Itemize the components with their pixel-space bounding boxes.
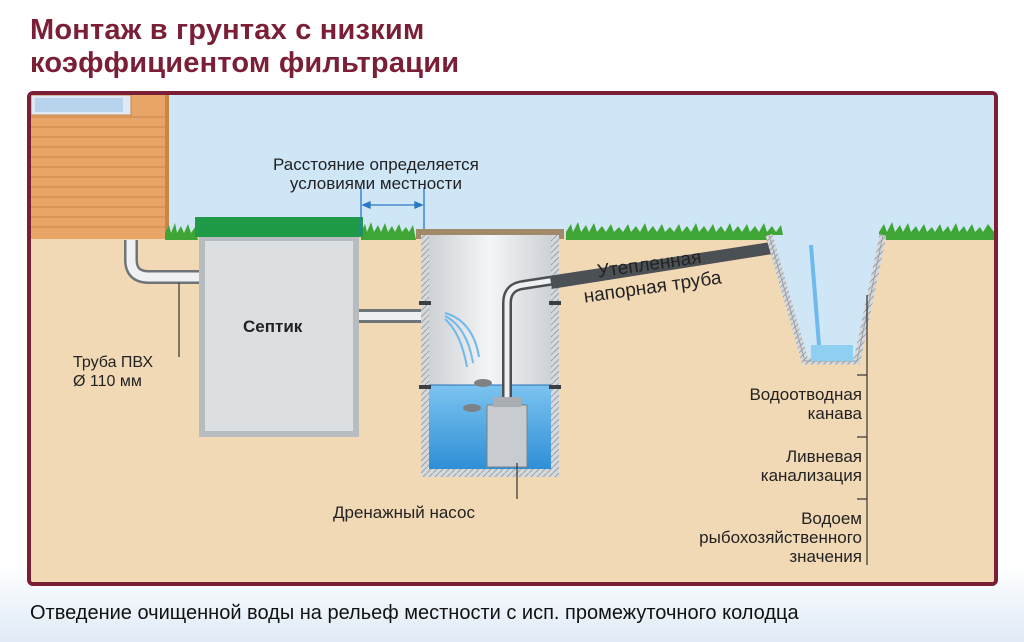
pvc-pipe-label: Труба ПВХ Ø 110 мм xyxy=(73,353,153,391)
house xyxy=(31,95,169,239)
reservoir-label-line1: Водоем xyxy=(801,509,862,528)
ditch-label-line2: канава xyxy=(807,404,862,423)
title-line-1: Монтаж в грунтах с низким xyxy=(30,14,425,46)
septic-label: Септик xyxy=(243,317,303,336)
reservoir-label-line3: значения xyxy=(789,547,862,566)
distance-label-line1: Расстояние определяется xyxy=(273,155,479,174)
title-line-2: коэффициентом фильтрации xyxy=(30,47,460,79)
grass xyxy=(165,222,994,240)
storm-sewer-label: Ливневая канализация xyxy=(761,447,862,485)
storm-sewer-label-line1: Ливневая xyxy=(785,447,862,466)
ditch-label-line1: Водоотводная xyxy=(749,385,862,404)
pvc-pipe-inlet xyxy=(124,240,199,284)
sky xyxy=(31,95,994,240)
pressure-pipe xyxy=(502,236,812,397)
reservoir-label-line2: рыбохозяйственного xyxy=(699,528,862,547)
storm-sewer-label-line2: канализация xyxy=(760,466,862,485)
inflow-stream xyxy=(444,312,480,368)
leader-lines xyxy=(178,283,868,565)
drainage-pump xyxy=(463,379,528,468)
distance-label: Расстояние определяется условиями местно… xyxy=(273,155,479,193)
pvc-pipe-label-line1: Труба ПВХ xyxy=(73,354,154,371)
pump-label: Дренажный насос xyxy=(333,503,475,522)
diagram-frame: Расстояние определяется условиями местно… xyxy=(27,91,998,586)
distance-label-line2: условиями местности xyxy=(289,174,462,193)
septic-tank xyxy=(195,217,363,437)
distance-dimension xyxy=(360,187,425,235)
ditch-label: Водоотводная канава xyxy=(749,385,862,423)
page-title: Монтаж в грунтах с низким коэффициентом … xyxy=(30,14,459,80)
drainage-ditch xyxy=(765,234,887,365)
caption: Отведение очищенной воды на рельеф местн… xyxy=(30,602,799,624)
pvc-pipe-label-line2: Ø 110 мм xyxy=(73,373,142,390)
reservoir-label: Водоем рыбохозяйственного значения xyxy=(699,509,862,566)
diagram-svg xyxy=(31,95,994,582)
